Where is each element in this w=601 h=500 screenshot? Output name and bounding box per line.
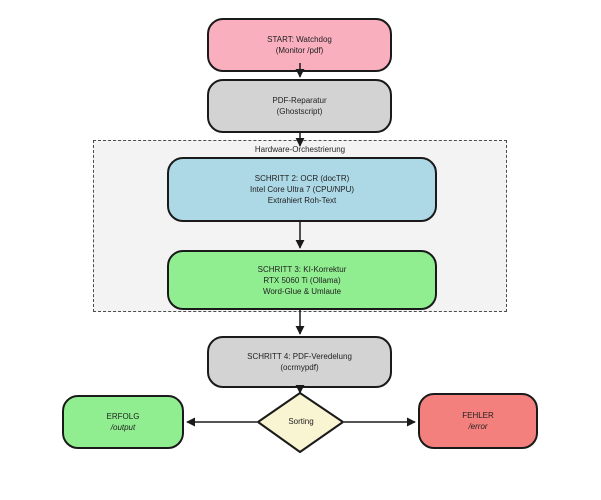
node-text-line: ERFOLG [106, 412, 140, 421]
node-text-line: START: Watchdog [267, 35, 332, 44]
node-text-line: Intel Core Ultra 7 (CPU/NPU) [249, 185, 355, 194]
node-schritt3-ki-korrektur: SCHRITT 3: KI-Korrektur RTX 5060 Ti (Oll… [167, 250, 437, 310]
node-text-line: /error [468, 422, 488, 431]
subgraph-label: Hardware-Orchestrierung [254, 145, 346, 154]
node-text-line: (ocrmypdf) [280, 363, 319, 372]
node-text-line: PDF-Reparatur [272, 96, 327, 105]
node-text-line: FEHLER [462, 411, 494, 420]
node-text-line: Extrahiert Roh-Text [267, 196, 337, 205]
node-text-line: Word-Glue & Umlaute [262, 286, 342, 296]
node-text-line: /output [110, 423, 136, 432]
node-text-line: (Ghostscript) [276, 107, 323, 116]
node-pdf-reparatur: PDF-Reparatur (Ghostscript) [207, 79, 392, 133]
node-erfolg-output: ERFOLG /output [62, 395, 184, 449]
node-text-line: SCHRITT 3: KI-Korrektur [257, 264, 347, 274]
node-schritt2-ocr: SCHRITT 2: OCR (docTR) Intel Core Ultra … [167, 157, 437, 222]
node-start-watchdog: START: Watchdog (Monitor /pdf) [207, 18, 392, 72]
node-schritt4-pdf-veredelung: SCHRITT 4: PDF-Veredelung (ocrmypdf) [207, 336, 392, 388]
node-fehler-error: FEHLER /error [418, 393, 538, 449]
decision-label: Sorting [288, 417, 314, 426]
node-text-line: SCHRITT 2: OCR (docTR) [254, 174, 350, 183]
node-text-line: (Monitor /pdf) [275, 46, 324, 55]
node-text-line: RTX 5060 Ti (Ollama) [263, 275, 341, 285]
node-text-line: SCHRITT 4: PDF-Veredelung [247, 352, 352, 361]
